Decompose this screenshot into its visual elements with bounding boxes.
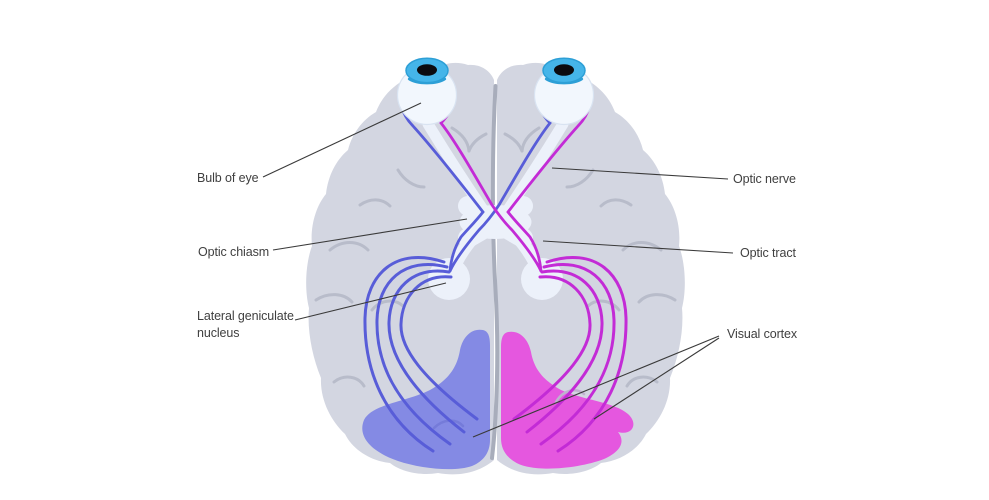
optic-radiations-left — [363, 256, 479, 453]
left-eye — [396, 57, 458, 126]
lateral-geniculate-nucleus-left — [428, 258, 470, 300]
optic-nerve-left-eye-temporal-fiber — [399, 81, 485, 273]
right-eye — [533, 57, 595, 126]
left-pupil — [417, 64, 437, 76]
label-lateral-geniculate-nucleus: Lateral geniculate nucleus — [197, 309, 294, 341]
visual-cortex-right — [501, 331, 634, 469]
lateral-geniculate-nucleus-right — [521, 258, 563, 300]
label-optic-tract: Optic tract — [740, 246, 796, 260]
label-optic-nerve: Optic nerve — [733, 172, 796, 186]
pointer-visual-cortex-left — [472, 335, 720, 438]
label-optic-chiasm: Optic chiasm — [198, 245, 270, 259]
label-bulb-of-eye: Bulb of eye — [197, 171, 259, 185]
right-eye-lower-arc — [544, 77, 584, 85]
optic-nerve-right-eye-temporal-fiber — [506, 81, 592, 273]
sulci-right — [503, 126, 677, 388]
optic-radiations-right — [512, 256, 628, 453]
pointer-visual-cortex-right — [593, 337, 720, 420]
longitudinal-fissure — [490, 84, 500, 460]
label-visual-cortex: Visual cortex — [727, 327, 798, 341]
pointer-optic-chiasm — [272, 218, 468, 251]
pointer-optic-nerve — [551, 167, 729, 180]
pointer-lateral-geniculate — [294, 282, 447, 321]
pointer-lines — [262, 102, 734, 438]
left-eye-lower-arc — [407, 77, 447, 85]
pointer-optic-tract — [542, 240, 734, 254]
sulci-left — [314, 126, 488, 388]
pointer-bulb-of-eye — [262, 102, 422, 178]
right-pupil — [554, 64, 574, 76]
